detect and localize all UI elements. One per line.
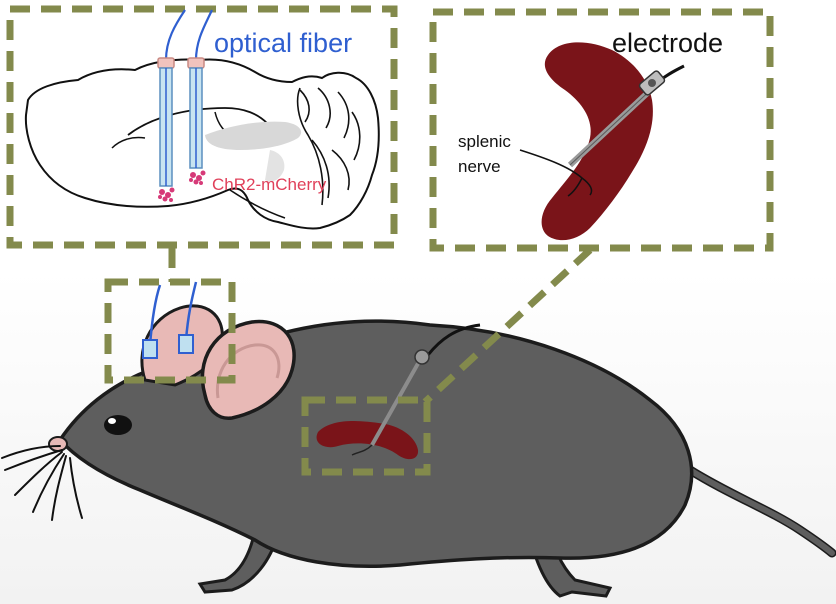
spleen-connector <box>422 247 593 405</box>
splenic-nerve <box>519 149 593 197</box>
splenic-nerve-label-line2: nerve <box>458 157 501 176</box>
mouse-electrode <box>351 323 481 456</box>
brain-inset-box <box>6 5 398 249</box>
spleen-callout-box <box>301 396 431 476</box>
brain-sagittal-section: optical fiber ChR2-mCherry <box>24 9 380 230</box>
chr2-expression-sites <box>158 170 206 202</box>
cerebellum <box>296 87 361 206</box>
optical-fiber-label: optical fiber <box>214 28 352 58</box>
splenic-nerve-label-line1: splenic <box>458 132 511 151</box>
spleen-inset: electrode splenic nerve <box>458 28 723 241</box>
mouse-ear-near <box>200 319 296 420</box>
chr2-mcherry-label: ChR2-mCherry <box>212 175 327 194</box>
mouse-front-foot <box>197 528 280 594</box>
spleen-inset-box <box>429 8 774 252</box>
mouse-eye <box>104 415 132 435</box>
head-optical-fibers <box>142 281 198 359</box>
mouse-spleen <box>316 421 419 460</box>
brain-optical-fibers <box>157 9 213 187</box>
mouse-nose <box>48 436 68 452</box>
mouse-whiskers <box>1 445 83 521</box>
brain-grey-region <box>205 121 302 150</box>
callout-boxes <box>6 5 774 476</box>
mouse-illustration <box>1 281 836 598</box>
electrode-label: electrode <box>612 28 723 58</box>
cuff-electrode <box>567 64 685 168</box>
